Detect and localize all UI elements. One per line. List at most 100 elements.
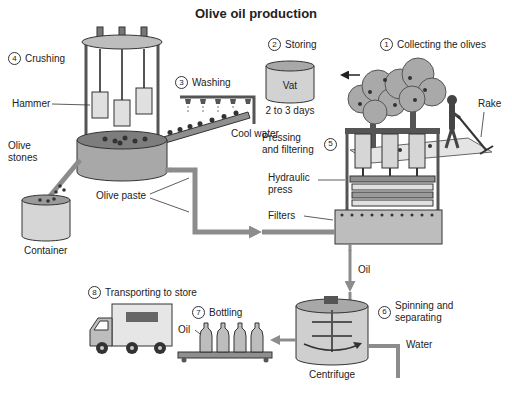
centrifuge (290, 339, 296, 342)
part-label: 2 to 3 days (266, 105, 315, 117)
stone-container (22, 200, 70, 241)
hydraulic-press (355, 134, 371, 168)
hydraulic-press (437, 128, 440, 212)
delivery-truck (112, 304, 172, 346)
stone-container (22, 195, 70, 241)
washing-unit (233, 106, 234, 110)
crushing-machine (114, 100, 130, 126)
storage-vat (266, 61, 314, 103)
stone-container (52, 197, 56, 201)
olive-trees (368, 90, 372, 94)
olive-trees (413, 98, 417, 102)
bottling-line (200, 323, 212, 352)
delivery-truck (96, 342, 108, 354)
crushing-machine (150, 178, 189, 194)
washing-unit (222, 114, 227, 119)
hydraulic-press (361, 214, 364, 217)
olive-trees (358, 102, 362, 106)
step-name: Storing (285, 39, 317, 51)
step-name: Crushing (25, 53, 65, 65)
step-name: Spinning and separating (395, 300, 475, 324)
process-stage: 4Crushing (6, 30, 170, 200)
worker-with-rake (481, 112, 484, 137)
worker-with-rake (480, 146, 493, 154)
stone-container (46, 199, 50, 203)
centrifuge (331, 310, 333, 352)
delivery-truck (126, 342, 138, 354)
diagram-title: Olive oil production (0, 6, 512, 22)
crushing-machine (157, 44, 160, 140)
bottling-line (178, 352, 272, 358)
olive-trees (399, 86, 425, 112)
hydraulic-press (346, 128, 349, 212)
crushing-machine (118, 141, 123, 146)
crushing-machine (62, 188, 66, 192)
washing-unit (188, 106, 189, 112)
flow-arrow (349, 250, 352, 283)
hydraulic-press (421, 214, 424, 217)
bottling-line (251, 323, 263, 352)
storage-vat (266, 66, 314, 103)
crushing-machine (136, 88, 152, 114)
step-number: 3 (175, 76, 188, 89)
part-label: Cool water (231, 128, 279, 140)
crushing-machine (82, 35, 162, 49)
part-label: Hydraulic press (268, 172, 322, 196)
crushing-machine (85, 44, 88, 140)
crushing-machine (123, 136, 128, 141)
bottling-line (178, 323, 272, 363)
stage-label: 7Bottling (192, 306, 242, 319)
crushing-machine (113, 139, 118, 144)
flow-arrow (278, 339, 290, 342)
crushing-machine (52, 104, 90, 105)
hydraulic-press (349, 244, 352, 251)
crushing-machine (50, 160, 80, 196)
step-number: 1 (380, 38, 393, 51)
hydraulic-press (401, 214, 404, 217)
crushing-machine (143, 49, 145, 88)
centrifuge (304, 344, 358, 350)
step-number: 6 (378, 306, 391, 319)
washing-unit (178, 127, 183, 132)
bottling-line (234, 323, 246, 352)
step-number: 2 (268, 38, 281, 51)
centrifuge (312, 321, 352, 323)
hydraulic-press (351, 214, 354, 217)
hydraulic-press (352, 192, 433, 198)
hydraulic-press (381, 214, 384, 217)
crushing-machine (54, 190, 58, 194)
bottling-line (195, 330, 200, 334)
part-label: Centrifuge (309, 369, 355, 381)
stage-label: 2 Storing (268, 38, 317, 51)
stage-label: 1 Collecting the olives (380, 38, 486, 51)
crushing-machine (50, 27, 189, 212)
crushing-machine (58, 184, 62, 188)
hydraulic-press (431, 214, 434, 217)
delivery-truck (154, 342, 166, 354)
hydraulic-press (335, 210, 442, 244)
delivery-truck (126, 312, 158, 322)
washing-unit (198, 121, 203, 126)
part-label: Olive stones (8, 140, 50, 164)
part-label: Water (406, 339, 432, 351)
crushing-machine (92, 92, 108, 118)
crushing-machine (99, 49, 101, 92)
hydraulic-press (411, 214, 414, 217)
step-name: Collecting the olives (397, 39, 486, 51)
crushing-machine (150, 198, 189, 212)
hydraulic-press (362, 168, 364, 176)
crushing-machine (103, 137, 108, 142)
centrifuge (296, 306, 368, 365)
olive-trees (383, 78, 387, 82)
worker-with-rake (446, 128, 452, 148)
hydraulic-press (341, 214, 344, 217)
olive-trees (423, 88, 427, 92)
olive-trees (398, 148, 402, 152)
step-number: 7 (192, 306, 205, 319)
crushing-machine (143, 137, 148, 142)
centrifuge (353, 342, 362, 349)
hydraulic-press (382, 134, 398, 168)
washing-unit (215, 99, 221, 104)
hydraulic-press (389, 168, 391, 176)
